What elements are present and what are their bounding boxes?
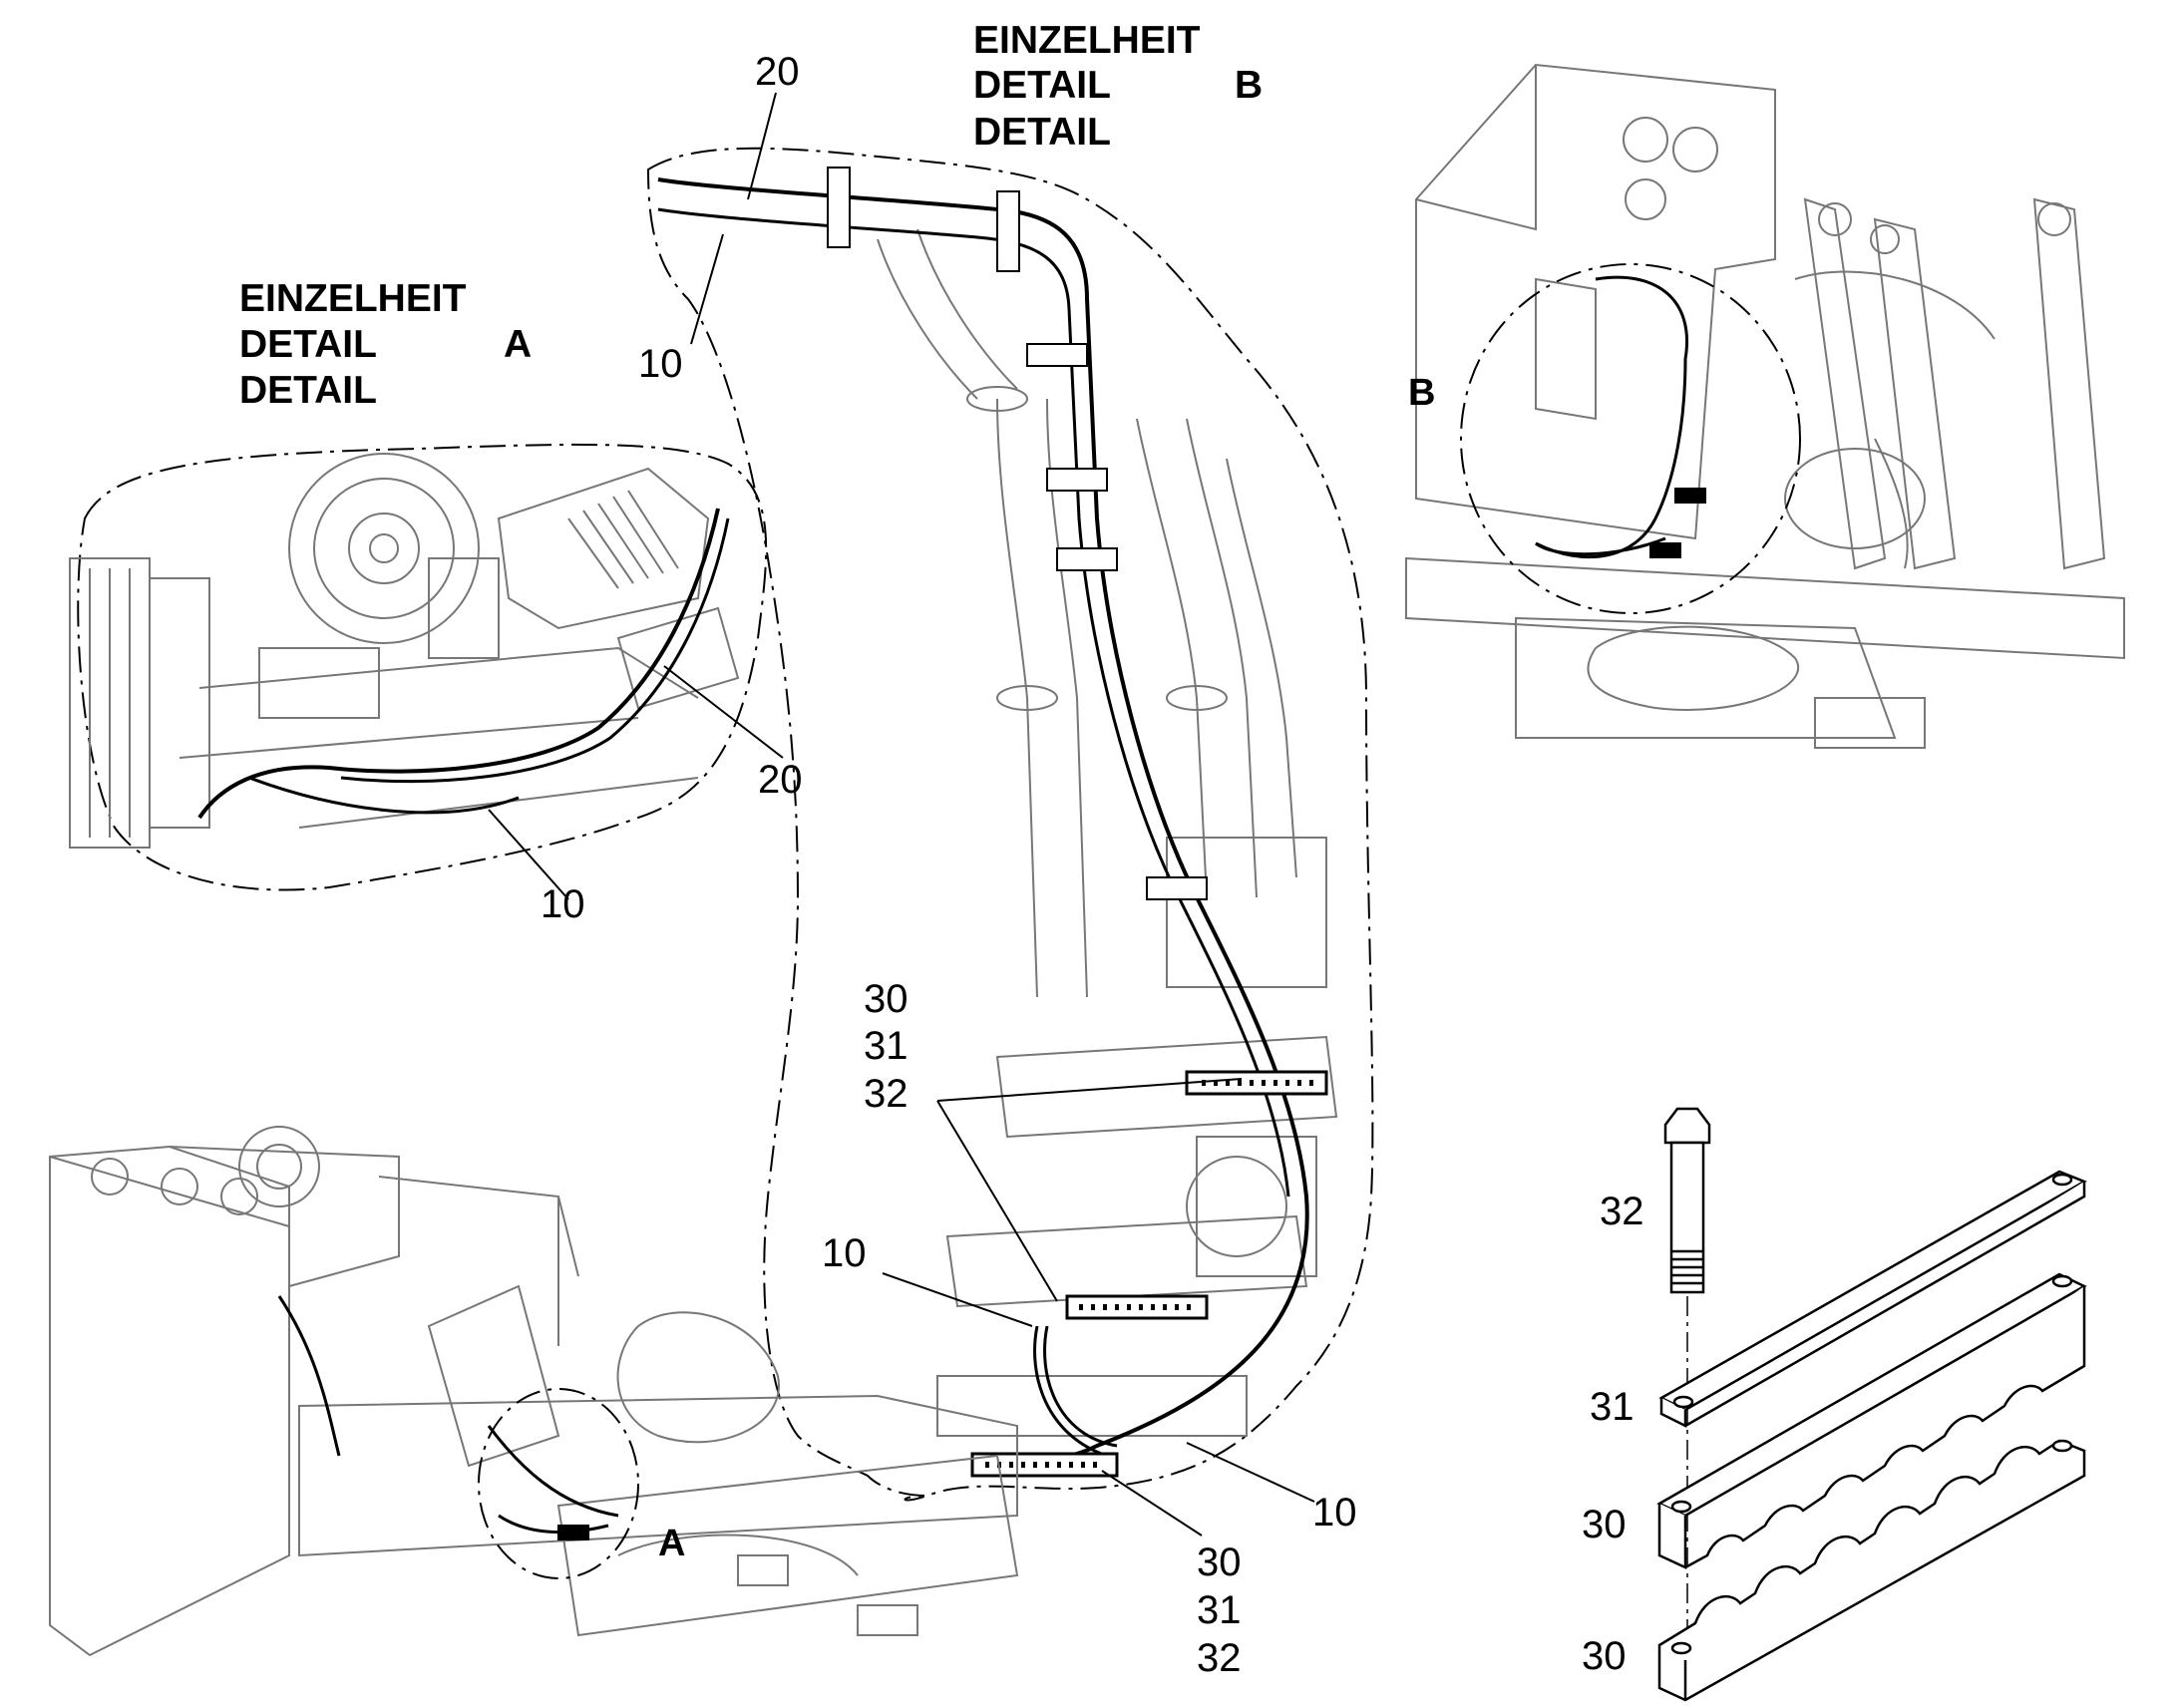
overview-machine-a <box>49 1126 1019 1657</box>
callout-30-exploded-lower: 30 <box>1582 1634 1627 1678</box>
clamp-upper-half-30 <box>1656 1272 2087 1569</box>
callout-31-bottom: 31 <box>1197 1588 1242 1632</box>
exploded-clamp-assembly <box>1656 1107 2087 1702</box>
detail-a-view <box>69 443 768 891</box>
detail-a-boundary <box>77 443 768 891</box>
callout-30-bottom: 30 <box>1197 1540 1242 1584</box>
callout-10-right: 10 <box>1312 1491 1357 1535</box>
detail-b-boundary <box>646 147 1374 1502</box>
callout-20-detail-b: 20 <box>755 50 800 94</box>
callout-32-mid: 32 <box>864 1072 908 1116</box>
leader-lines <box>488 92 1315 1537</box>
detail-b-header-line3: DETAIL <box>973 111 1111 154</box>
callout-30-exploded-upper: 30 <box>1582 1503 1627 1546</box>
bolt-32 <box>1663 1107 1711 1294</box>
detail-a-header-line1: EINZELHEIT <box>239 277 467 320</box>
detail-b-header-line1: EINZELHEIT <box>973 19 1201 62</box>
detail-b-header-letter: B <box>1235 64 1263 107</box>
clamp-lower-half-30 <box>1657 1439 2086 1702</box>
detail-a-header-letter: A <box>504 323 532 366</box>
detail-a-header-line3: DETAIL <box>239 369 377 412</box>
detail-b-circle <box>1460 263 1801 614</box>
clamp-block-bottom <box>970 1452 1119 1478</box>
clamp-block-mid <box>1185 1070 1328 1096</box>
detail-b-view <box>646 147 1374 1502</box>
clamp-plate-31 <box>1658 1170 2087 1429</box>
callout-10-detail-b: 10 <box>638 342 683 386</box>
callout-10-detail-a: 10 <box>541 882 585 926</box>
callout-30-mid: 30 <box>864 977 908 1021</box>
callout-31-mid: 31 <box>864 1024 908 1068</box>
marker-a: A <box>658 1523 685 1564</box>
detail-a-header-line2: DETAIL <box>239 323 377 366</box>
callout-31-exploded: 31 <box>1590 1385 1635 1429</box>
callout-10-left: 10 <box>822 1231 867 1275</box>
clamp-block-left <box>1065 1294 1209 1320</box>
detail-b-header-line2: DETAIL <box>973 64 1111 107</box>
callout-32-exploded: 32 <box>1600 1190 1644 1233</box>
detail-a-circle <box>478 1388 639 1579</box>
marker-b: B <box>1408 372 1435 414</box>
overview-machine-b <box>1405 63 2125 749</box>
callout-20-detail-a: 20 <box>758 758 803 802</box>
callout-32-bottom: 32 <box>1197 1636 1242 1680</box>
